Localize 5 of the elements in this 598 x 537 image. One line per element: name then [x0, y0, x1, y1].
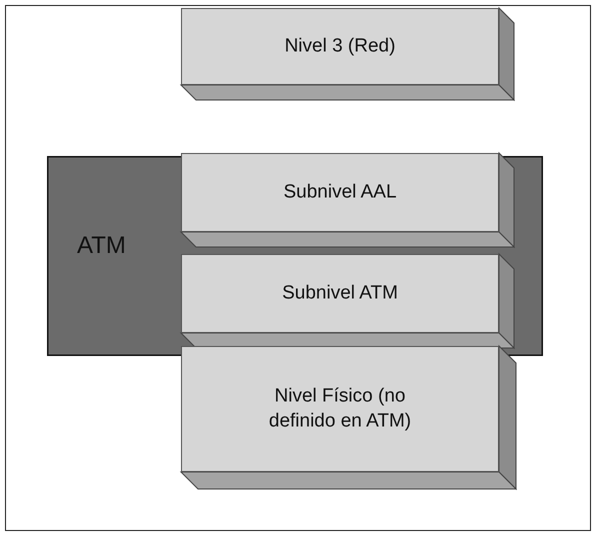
layer-label: Subnivel AAL [282, 180, 398, 204]
panel-label: ATM [77, 231, 126, 261]
layer-label: Nivel 3 (Red) [284, 34, 396, 58]
layer-label: Subnivel ATM [281, 281, 399, 306]
layer-label: Nivel Físico (no definido en ATM) [268, 384, 412, 433]
